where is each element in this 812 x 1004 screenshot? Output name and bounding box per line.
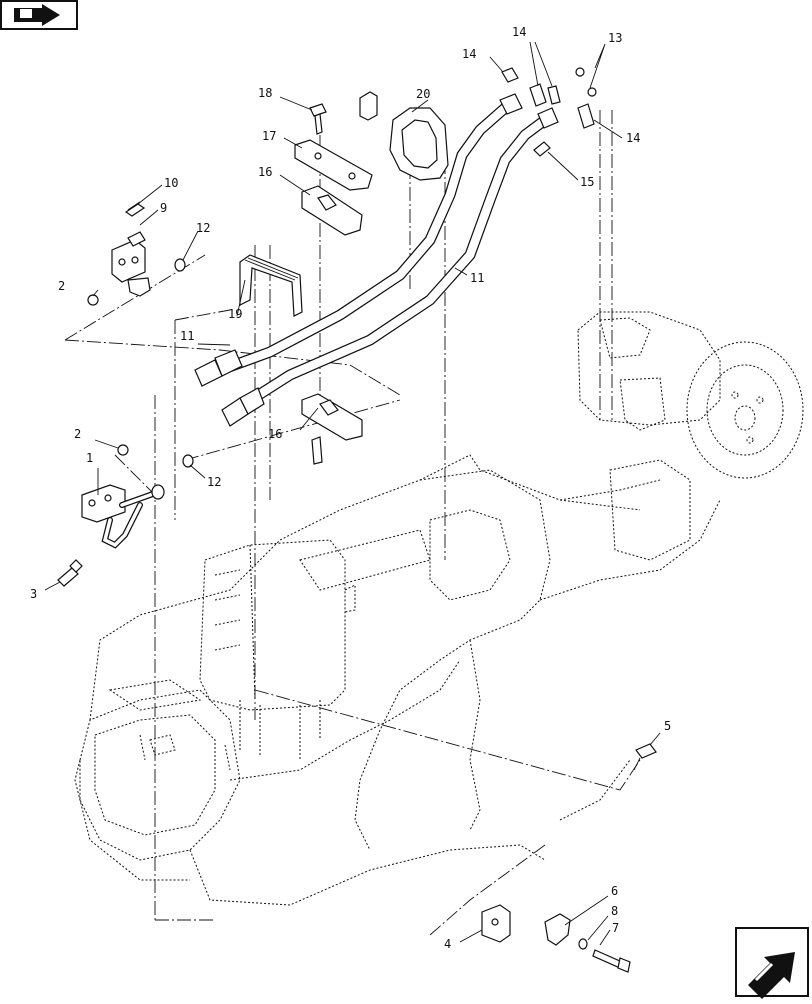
callout-18: 18	[258, 86, 272, 100]
o-ring-13-a	[575, 67, 585, 77]
bolt-18	[309, 103, 327, 135]
callout-16-upper: 16	[258, 165, 272, 179]
callout-15: 15	[580, 175, 594, 189]
plug-upper	[87, 294, 99, 306]
clamp-half-upper	[301, 185, 363, 236]
callout-12-lower: 12	[207, 475, 221, 489]
hydraulic-hose-lower	[229, 114, 551, 416]
callout-1: 1	[86, 451, 93, 465]
callout-6: 6	[611, 884, 618, 898]
callout-labels: 1 2 2 3 4 5 6 7 8 9 10 11 11 12 12 13 14…	[30, 25, 671, 951]
callout-8: 8	[611, 904, 618, 918]
callout-14-left: 14	[462, 47, 476, 61]
callout-2-lower: 2	[74, 427, 81, 441]
callout-2-upper: 2	[58, 279, 65, 293]
hydraulic-hose-upper	[201, 102, 511, 381]
washer	[578, 938, 588, 950]
mounting-bracket	[481, 904, 511, 943]
hose-clip	[359, 91, 378, 121]
bolt-10	[124, 201, 146, 217]
plug-lower	[117, 444, 129, 456]
navigate-arrow-icon[interactable]	[0, 0, 78, 30]
clamp-plate	[294, 139, 373, 191]
hose-fitting-lower	[221, 107, 559, 427]
control-valve-block	[199, 539, 356, 760]
callout-9: 9	[160, 201, 167, 215]
callout-11-lower: 11	[470, 271, 484, 285]
fitting-14-c	[547, 85, 561, 105]
callout-5: 5	[664, 719, 671, 733]
screw-3	[57, 559, 83, 587]
callout-7: 7	[612, 921, 619, 935]
elbow-fitting	[111, 231, 151, 297]
clamp-half-lower	[301, 393, 363, 465]
callout-11-upper: 11	[180, 329, 194, 343]
callout-3: 3	[30, 587, 37, 601]
callout-20: 20	[416, 87, 430, 101]
o-ring-upper	[174, 258, 186, 272]
callout-4: 4	[444, 937, 451, 951]
screw-7	[592, 949, 631, 973]
callout-10: 10	[164, 176, 178, 190]
callout-12-upper: 12	[196, 221, 210, 235]
leader-lines	[44, 41, 661, 946]
callout-13: 13	[608, 31, 622, 45]
callout-17: 17	[262, 129, 276, 143]
u-bracket	[239, 254, 303, 317]
o-ring-lower	[182, 454, 194, 468]
bolt-5	[633, 743, 657, 771]
hose-fitting-upper	[194, 93, 523, 387]
grommet	[389, 107, 449, 181]
callout-19: 19	[228, 307, 242, 321]
callout-14-top: 14	[512, 25, 526, 39]
screw-15	[533, 141, 551, 157]
fitting-14-a	[501, 67, 519, 83]
callout-16-lower: 16	[268, 427, 282, 441]
o-ring-13-b	[587, 87, 597, 97]
chassis-frame	[74, 454, 721, 906]
tube-block	[81, 484, 165, 549]
callout-14-right: 14	[626, 131, 640, 145]
fitting-14-b	[529, 83, 547, 107]
assembly-center-lines	[64, 110, 641, 936]
fitting-14-d	[577, 103, 595, 129]
hydraulic-pump	[577, 311, 804, 479]
next-page-arrow-icon[interactable]	[735, 927, 809, 999]
retaining-clip	[544, 913, 571, 946]
